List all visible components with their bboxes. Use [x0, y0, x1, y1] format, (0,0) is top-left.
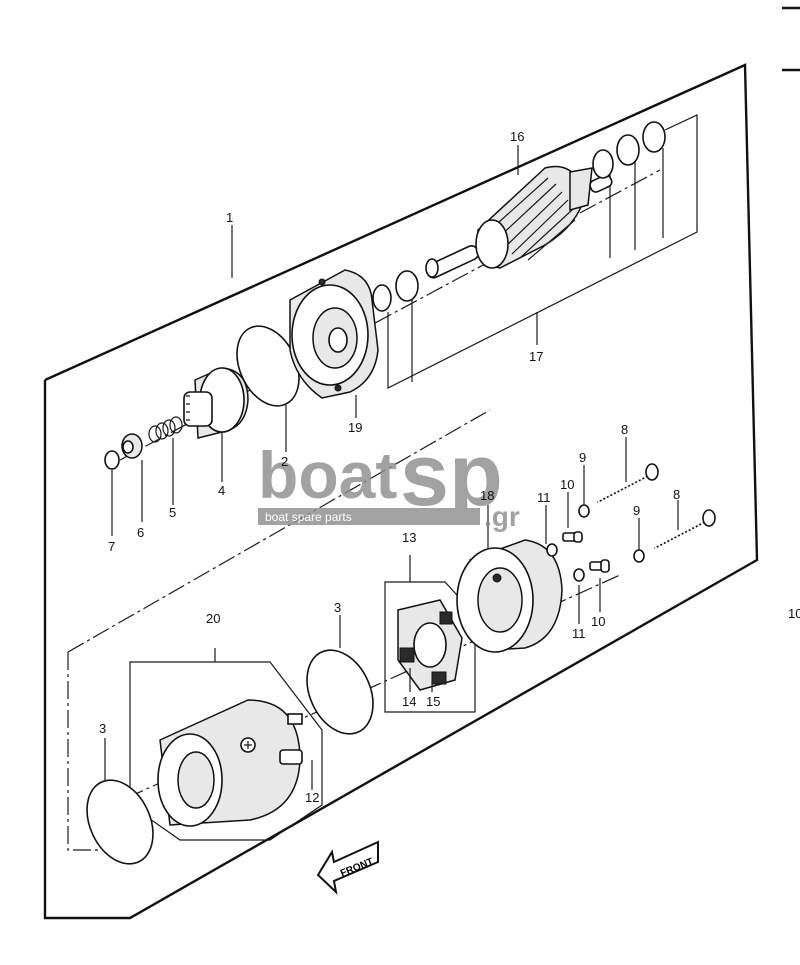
- yoke-20: [157, 699, 303, 827]
- washer-17: [395, 270, 419, 302]
- lock-ring-7: [104, 450, 120, 470]
- watermark-brand-left: boat: [258, 438, 397, 512]
- brush-holder-13: [397, 599, 463, 691]
- callout-13: 13: [402, 530, 416, 545]
- assembly-outline: [43, 63, 759, 920]
- callout-20: 20: [206, 611, 220, 626]
- washer-11: [573, 568, 585, 582]
- callout-4: 4: [218, 483, 225, 498]
- watermark-tagline-bar: [258, 508, 480, 525]
- bracket-17: [387, 114, 698, 389]
- screw-10: [562, 531, 583, 543]
- callout-16: 16: [510, 129, 524, 144]
- callout-2: 2: [281, 454, 288, 469]
- callout-5: 5: [169, 505, 176, 520]
- callout-7: 7: [108, 539, 115, 554]
- callout-6: 6: [137, 525, 144, 540]
- washer-17: [592, 149, 614, 179]
- washer-17: [642, 121, 666, 153]
- callout-1: 1: [226, 210, 233, 225]
- callout-3: 3: [99, 721, 106, 736]
- front-cover-19: [289, 269, 379, 399]
- washer-17: [372, 284, 392, 312]
- callout-11: 11: [572, 626, 586, 641]
- armature-16: [425, 165, 613, 279]
- front-arrow: FRONT: [316, 840, 379, 895]
- washer-9: [633, 549, 645, 563]
- callout-17: 17: [529, 349, 543, 364]
- callout-10: 10: [591, 614, 605, 629]
- end-cover-18: [456, 539, 563, 653]
- callout-8: 8: [673, 487, 680, 502]
- o-ring-3: [306, 649, 374, 735]
- washer-9: [578, 504, 590, 518]
- watermark-tagline: boat spare parts: [265, 510, 352, 524]
- callout-19: 19: [348, 420, 362, 435]
- center-line: [67, 409, 491, 653]
- callout-11: 11: [537, 490, 551, 505]
- spring-5: [148, 416, 183, 443]
- callout-10: 10: [560, 477, 574, 492]
- watermark-brand-right: sp: [400, 425, 503, 524]
- screw-10: [589, 559, 610, 573]
- callout-9: 9: [579, 450, 586, 465]
- callout-8: 8: [621, 422, 628, 437]
- pinion-clutch-4: [183, 367, 249, 439]
- stopper-6-hole: [122, 440, 134, 454]
- callout-18: 18: [480, 488, 494, 503]
- callout-15: 15: [426, 694, 440, 709]
- watermark: boat sp .gr boat spare parts: [258, 425, 520, 532]
- callout-3: 3: [334, 600, 341, 615]
- page-reference: 10: [788, 606, 800, 621]
- washer-11: [546, 543, 558, 557]
- o-ring-3: [86, 779, 154, 865]
- group-outline-13: [384, 581, 476, 713]
- watermark-suffix: .gr: [484, 501, 520, 532]
- callout-14: 14: [402, 694, 416, 709]
- washer-17: [616, 134, 640, 166]
- bolt-8: [654, 509, 716, 550]
- callout-12: 12: [305, 790, 319, 805]
- callout-9: 9: [633, 503, 640, 518]
- bolt-8: [597, 463, 659, 504]
- callouts: 1 2 3 3 4 5 6 7 8 8 9 9 10 10 11 11 12 1…: [99, 129, 680, 805]
